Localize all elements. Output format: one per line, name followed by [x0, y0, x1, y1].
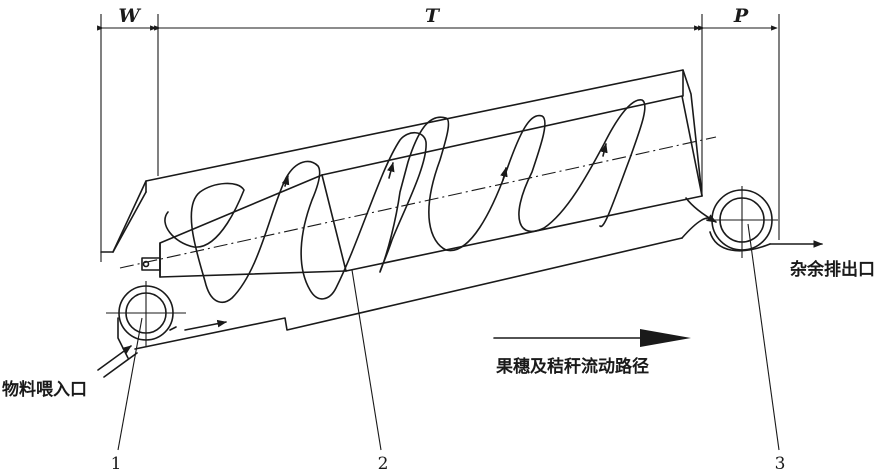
outlet-guide	[709, 231, 771, 252]
flow-path-label: 果穗及秸秆流动路径	[496, 356, 649, 377]
leader-1	[117, 317, 143, 451]
spiral-arrow-3	[500, 167, 508, 181]
bottom-plate-end	[681, 217, 713, 239]
spiral-arrow-1	[281, 175, 290, 187]
callout-leaders	[117, 223, 780, 451]
bottom-step	[169, 326, 177, 331]
feed-inlet-arrows	[97, 319, 227, 378]
feed-arrow-inside	[184, 319, 227, 331]
callout-1: 1	[111, 454, 122, 474]
drum-cylinder-front	[321, 174, 347, 272]
feed-roller	[106, 281, 186, 346]
drum-shaft-end	[141, 257, 161, 271]
flow-arrow-head	[640, 329, 691, 347]
callout-2: 2	[378, 454, 389, 474]
spiral-flow	[164, 99, 717, 304]
bottom-plate	[134, 237, 683, 350]
drum-cone	[159, 174, 347, 278]
leader-3	[747, 223, 780, 451]
flow-direction-arrow	[493, 329, 691, 347]
drum-body	[119, 95, 717, 278]
spiral-arrow-2	[387, 162, 395, 179]
drum-axis	[119, 136, 717, 269]
feed-arrow-b	[103, 352, 138, 378]
upper-housing-inner-edge	[112, 191, 147, 253]
dim-p-label: P	[733, 5, 749, 27]
feed-arrow-a	[97, 345, 132, 371]
drum-shaft-pin	[142, 260, 150, 268]
residue-outlet-label: 杂余排出口	[790, 259, 875, 280]
drum-cylinder	[321, 95, 703, 272]
dim-t-label: T	[425, 5, 441, 27]
callout-3: 3	[775, 454, 786, 474]
outlet-roller	[706, 186, 778, 258]
feed-inlet-label: 物料喂入口	[2, 379, 87, 400]
spiral-arrow-4	[600, 143, 608, 157]
leader-2	[351, 269, 382, 451]
spiral-path	[164, 99, 646, 304]
dim-w-label: W	[118, 5, 141, 27]
upper-housing	[100, 69, 703, 253]
dimension-lines: W T P	[97, 5, 780, 262]
upper-housing-outline	[100, 69, 703, 253]
